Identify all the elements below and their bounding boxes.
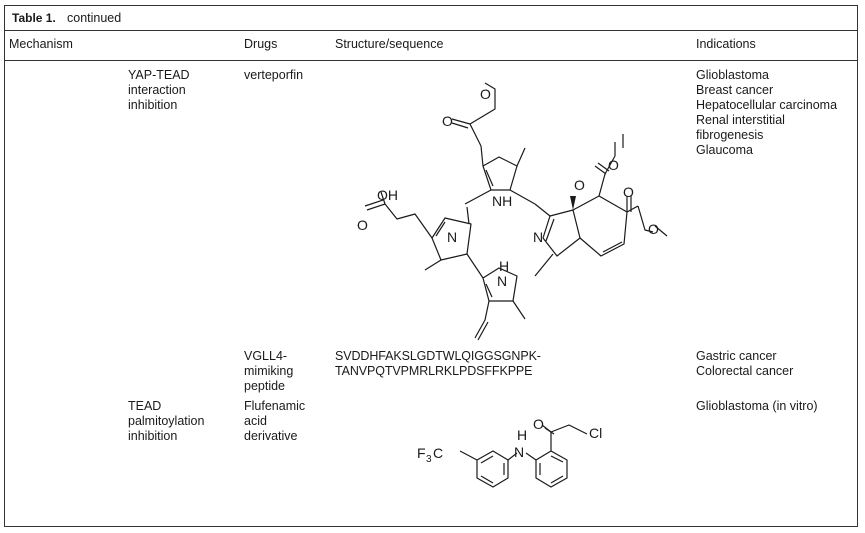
mechanism-line: palmitoylation (128, 414, 205, 428)
drug-name: verteporfin (244, 68, 304, 82)
sequence-line: SVDDHFAKSLGDTWLQIGGSGNPK- (335, 349, 541, 363)
atom-label: O (357, 217, 368, 233)
mechanism-line: inhibition (128, 429, 178, 443)
drug-name: acid (244, 414, 267, 428)
atom-label: H (499, 258, 509, 274)
indication-item: Glioblastoma (in vitro) (696, 399, 818, 413)
drug-name: Flufenamic (244, 399, 306, 413)
table-caption-label: Table 1. (12, 11, 56, 25)
row3-mechanism: TEAD palmitoylation inhibition (128, 399, 204, 444)
atom-label: O (533, 416, 544, 432)
mechanism-line: inhibition (128, 98, 178, 112)
drug-name: derivative (244, 429, 298, 443)
indication-item: Gastric cancer (696, 349, 777, 363)
drug-name: peptide (244, 379, 286, 393)
mechanism-line: YAP-TEAD (128, 68, 190, 82)
atom-label: 3 (426, 454, 432, 465)
indication-item: Glioblastoma (696, 68, 769, 82)
row2-drug: VGLL4- mimiking peptide (244, 349, 293, 394)
row3-drug: Flufenamic acid derivative (244, 399, 305, 444)
indication-item: Breast cancer (696, 83, 774, 97)
header-structure: Structure/sequence (335, 37, 444, 51)
row3-indications: Glioblastoma (in vitro) (696, 399, 818, 414)
table-caption-continued: continued (67, 11, 122, 25)
mechanism-line: interaction (128, 83, 186, 97)
atom-label: H (517, 427, 527, 443)
row1-mechanism: YAP-TEAD interaction inhibition (128, 68, 190, 113)
header-rule (5, 60, 857, 61)
atom-label: O (574, 177, 585, 193)
atom-label: F (417, 445, 426, 461)
indication-item: fibrogenesis (696, 128, 764, 142)
atom-label: O (480, 86, 491, 102)
atom-label: N (533, 229, 543, 245)
table-caption: Table 1. continued (5, 6, 857, 31)
row2-indications: Gastric cancer Colorectal cancer (696, 349, 793, 379)
indication-item: Colorectal cancer (696, 364, 794, 378)
row1-drug: verteporfin (244, 68, 303, 83)
header-indications: Indications (696, 37, 756, 51)
header-drugs: Drugs (244, 37, 278, 51)
verteporfin-structure: O O OH O O O O O N N NH H N (357, 82, 668, 341)
atom-label: O (608, 157, 619, 173)
atom-label: N (514, 444, 524, 460)
atom-label: O (648, 221, 659, 237)
indication-item: Renal interstitial (696, 113, 785, 127)
table-frame: Table 1. continued Mechanism Drugs Struc… (4, 5, 858, 527)
drug-name: VGLL4- (244, 349, 288, 363)
mechanism-line: TEAD (128, 399, 162, 413)
atom-label: N (497, 273, 507, 289)
sequence-line: TANVPQTVPMRLRKLPDSFFKPPE (335, 364, 533, 378)
atom-label: O (442, 113, 453, 129)
atom-label: OH (377, 187, 398, 203)
atom-label: NH (492, 193, 512, 209)
indication-item: Glaucoma (696, 143, 753, 157)
atom-label: N (447, 229, 457, 245)
atom-label: C (433, 445, 443, 461)
flufenamic-derivative-structure: O Cl H N F 3 C (417, 416, 602, 488)
drug-name: mimiking (244, 364, 294, 378)
atom-label: Cl (589, 425, 602, 441)
header-mechanism: Mechanism (9, 37, 73, 51)
row2-sequence: SVDDHFAKSLGDTWLQIGGSGNPK- TANVPQTVPMRLRK… (335, 349, 541, 379)
atom-label: O (623, 184, 634, 200)
row1-indications: Glioblastoma Breast cancer Hepatocellula… (696, 68, 837, 158)
indication-item: Hepatocellular carcinoma (696, 98, 838, 112)
